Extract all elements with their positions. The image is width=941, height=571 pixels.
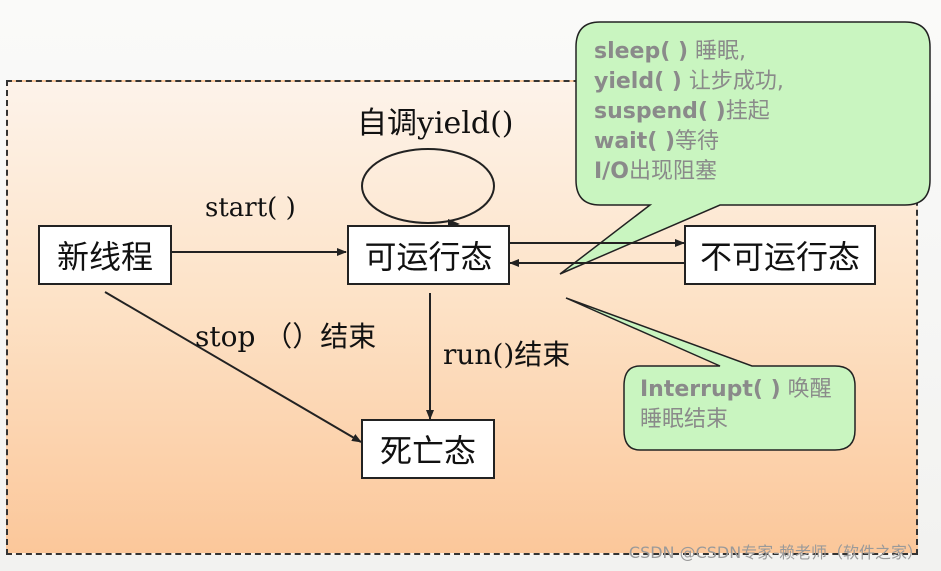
callout-block-line: I/O出现阻塞: [594, 159, 717, 184]
edge-label-start: start( ): [205, 193, 296, 223]
callout-block-text: sleep( ) 睡眠, yield( ) 让步成功, suspend( )挂起…: [594, 37, 784, 187]
edge-label-stop: stop （）结束: [195, 320, 377, 353]
callout-wake-line: 睡眠结束: [640, 407, 729, 432]
callout-block-line: suspend( )挂起: [594, 99, 770, 124]
callout-wake-text: Interrupt( ) 唤醒 睡眠结束: [640, 375, 832, 435]
state-dead-label: 死亡态: [379, 432, 476, 470]
state-runnable: 可运行态: [347, 225, 510, 285]
callout-block-line: wait( )等待: [594, 129, 720, 154]
callout-wake-line: Interrupt( ) 唤醒: [640, 377, 832, 402]
callout-block-line: yield( ) 让步成功,: [594, 69, 784, 94]
callout-block-line: sleep( ) 睡眠,: [594, 39, 746, 64]
watermark: CSDN @CSDN专家-赖老师（软件之家）: [628, 543, 923, 562]
stop-arrow: [104, 291, 362, 443]
callout-wake-bubble: [565, 297, 856, 451]
state-new-thread-label: 新线程: [56, 238, 153, 276]
callout-block-bubble: [559, 21, 931, 275]
edge-label-self-yield: 自调yield(): [357, 106, 514, 141]
yield-loop: [361, 148, 495, 224]
state-new-thread: 新线程: [38, 225, 172, 285]
state-not-runnable: 不可运行态: [684, 225, 876, 285]
state-not-runnable-label: 不可运行态: [699, 238, 860, 276]
state-runnable-label: 可运行态: [364, 238, 493, 276]
edge-label-run-end: run()结束: [443, 338, 571, 371]
state-dead: 死亡态: [361, 419, 495, 479]
